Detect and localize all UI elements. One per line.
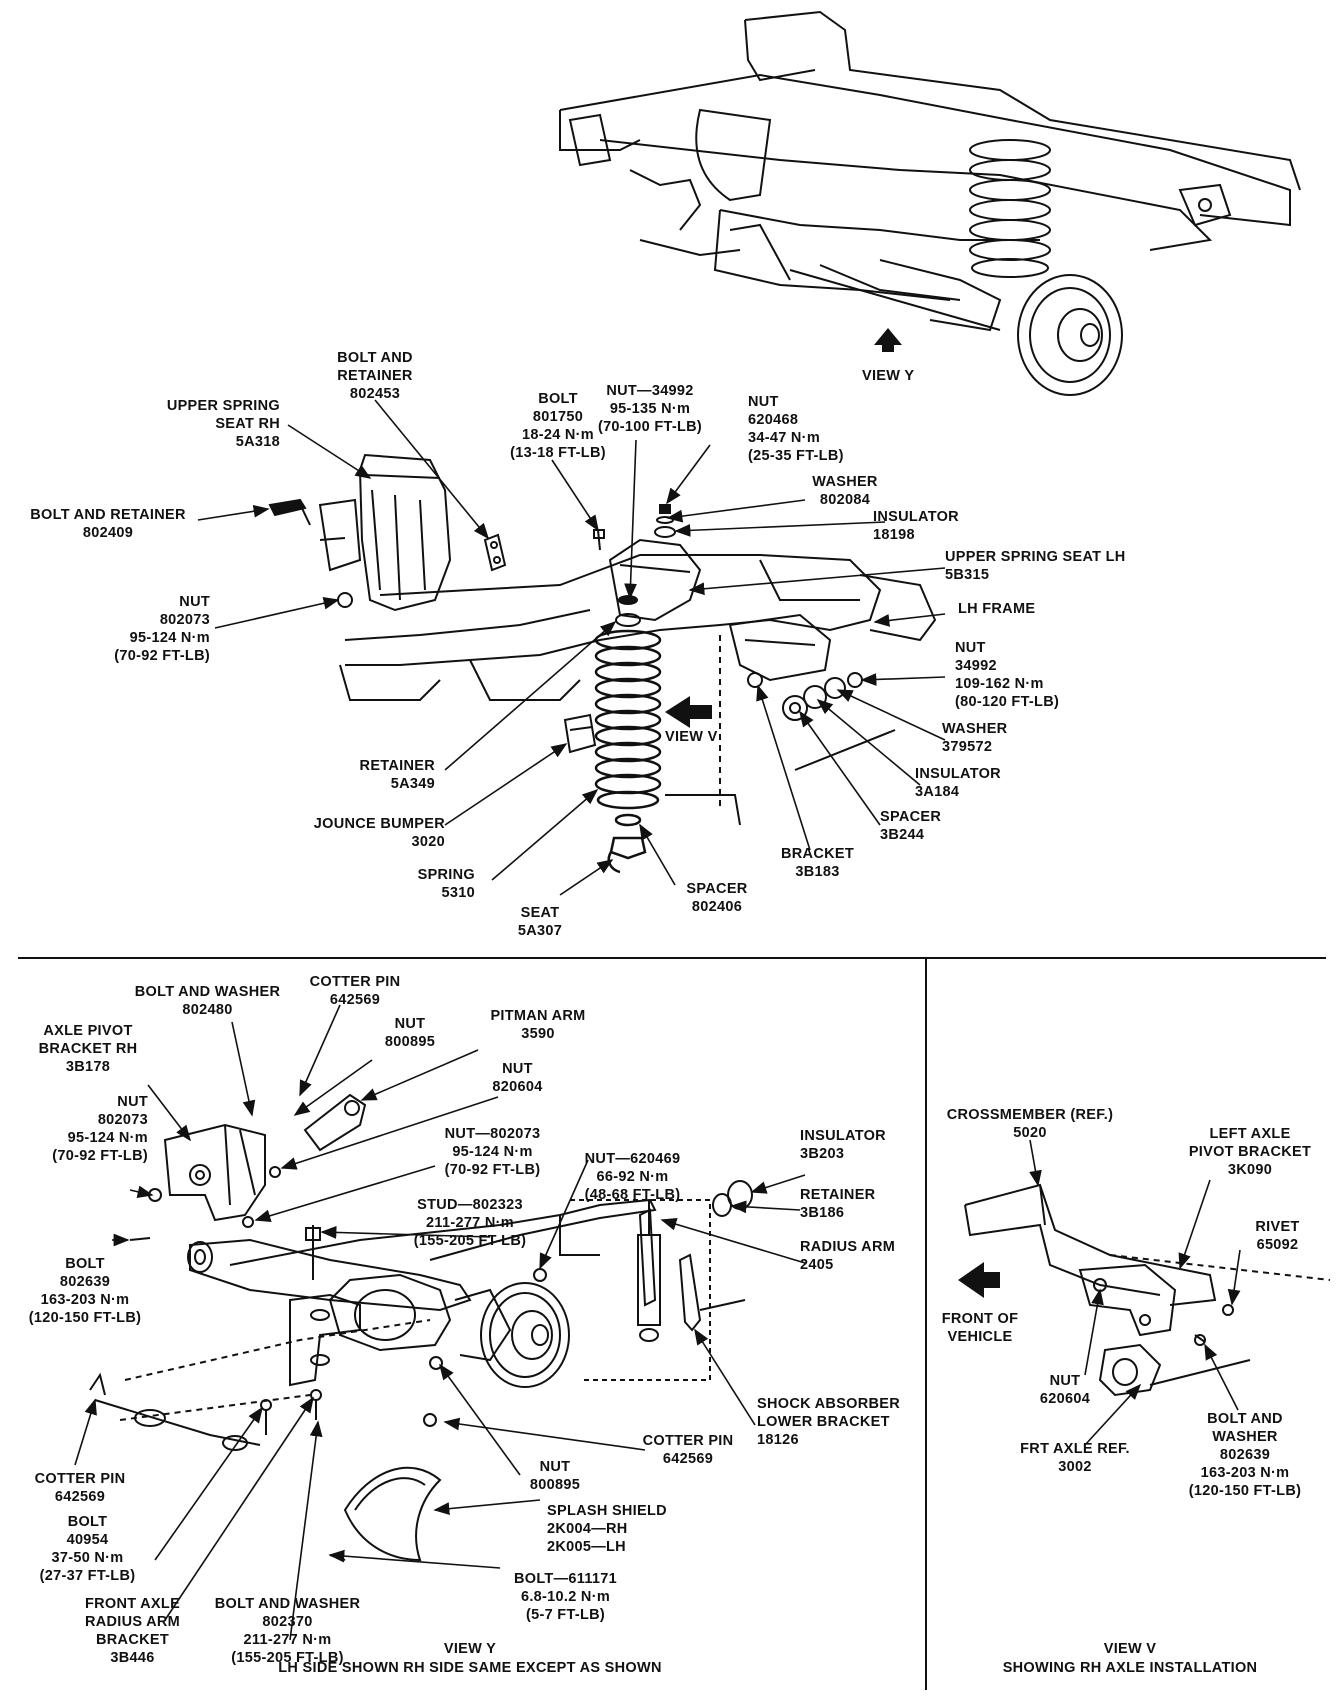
view-v-arrow-label: VIEW V: [665, 729, 718, 745]
view-v-caption-subtitle: SHOWING RH AXLE INSTALLATION: [1002, 1660, 1258, 1676]
view-v-caption-title: VIEW V: [1103, 1641, 1157, 1657]
front-of-vehicle-arrow: [958, 1262, 1000, 1298]
label-lh-frame: LH FRAME: [958, 601, 1036, 617]
overview-brake-rotor: [1017, 274, 1123, 396]
view-v-assembly: [964, 1183, 1331, 1397]
upper-small-parts: [268, 498, 863, 721]
view-y-leader-lines: [74, 1004, 806, 1641]
view-y-caption-title: VIEW Y: [443, 1641, 497, 1657]
jounce-bumper-part: [563, 713, 597, 754]
view-y-caption-subtitle: LH SIDE SHOWN RH SIDE SAME EXCEPT AS SHO…: [278, 1660, 662, 1676]
label-crossmember: CROSSMEMBER (REF.)5020: [946, 1107, 1114, 1141]
view-y-arrow: [874, 328, 902, 352]
view-y-assembly: [89, 1093, 753, 1562]
view-v-leader-lines: [1029, 1139, 1241, 1446]
overview-coil-spring: [969, 139, 1051, 278]
view-y-arrow-label: VIEW Y: [862, 368, 915, 384]
label-frt-axle-ref: FRT AXLE REF.3002: [1020, 1441, 1130, 1475]
panel-dividers: [18, 957, 1326, 1690]
view-v-arrow: [665, 696, 712, 728]
exploded-coil-spring: [594, 629, 662, 874]
overview-frame-assembly: [559, 10, 1301, 396]
top-leader-lines: [197, 399, 946, 896]
